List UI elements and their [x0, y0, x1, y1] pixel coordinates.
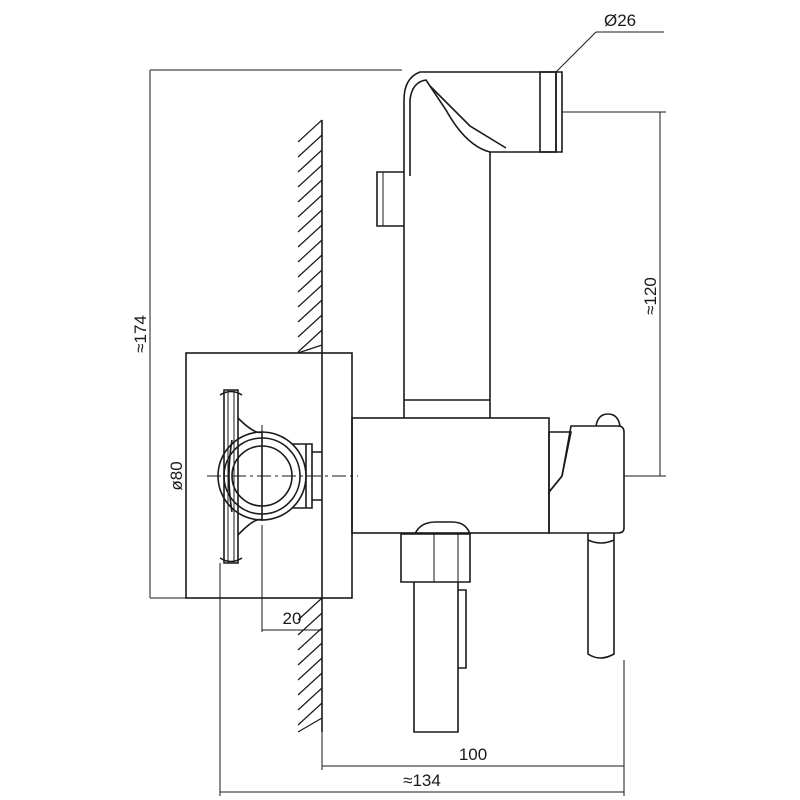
wall-hatch-line — [297, 344, 323, 354]
wall-hatch-line — [297, 209, 323, 233]
dimension-labels: Ø26 ≈120 ≈174 ø80 20 100 ≈134 — [131, 11, 660, 790]
wall-hatch-line — [297, 702, 323, 726]
mixer-body-outline — [351, 417, 550, 534]
mixer-body — [351, 413, 625, 733]
wall-hatch-line — [297, 179, 323, 203]
outlet-pipe — [413, 582, 459, 733]
wall-hatch-line — [297, 314, 323, 338]
wall-hatching — [297, 119, 323, 733]
wall-hatch-line — [297, 612, 323, 636]
spray-button — [376, 171, 404, 227]
wall-hatch-line — [297, 672, 323, 696]
dim-120-label: ≈120 — [641, 277, 660, 315]
lever-housing — [548, 425, 625, 534]
wall-section — [297, 119, 323, 733]
dim-134-label: ≈134 — [403, 771, 441, 790]
wall-hatch-line — [297, 149, 323, 173]
wall-hatch-line — [297, 627, 323, 651]
lever-arm — [587, 533, 615, 659]
wall-hatch-line — [297, 269, 323, 293]
wall-hatch-line — [297, 254, 323, 278]
wall-hatch-line — [297, 657, 323, 681]
wall-hatch-line — [297, 119, 323, 143]
wall-hatch-line — [297, 134, 323, 158]
wall-hatch-line — [297, 194, 323, 218]
dim-174-label: ≈174 — [131, 315, 150, 353]
spray-head-outline — [403, 71, 557, 170]
dimension-lines — [149, 31, 666, 796]
wall-hatch-line — [297, 642, 323, 666]
wall-hatch-line — [297, 299, 323, 323]
spray-head-contour — [409, 79, 491, 176]
dim-26-label: Ø26 — [604, 11, 636, 30]
spray-nozzle — [539, 71, 557, 153]
wall-hatch-line — [297, 164, 323, 188]
diverter-handle — [207, 389, 358, 564]
wall-hatch-line — [297, 717, 323, 733]
dim-20-label: 20 — [283, 609, 302, 628]
handle-vertical-bar — [223, 389, 239, 564]
wall-hatch-line — [297, 284, 323, 308]
hand-spray — [376, 71, 563, 418]
outlet-nut — [400, 533, 471, 583]
wall-hatch-line — [297, 329, 323, 353]
dim-26-leader — [555, 31, 597, 73]
wall-hatch-line — [297, 687, 323, 711]
wall-hatch-line — [297, 239, 323, 263]
dim-100-label: 100 — [459, 745, 487, 764]
wall-hatch-line — [297, 597, 323, 621]
dim-80-label: ø80 — [167, 461, 186, 490]
wall-hatch-line — [297, 224, 323, 248]
